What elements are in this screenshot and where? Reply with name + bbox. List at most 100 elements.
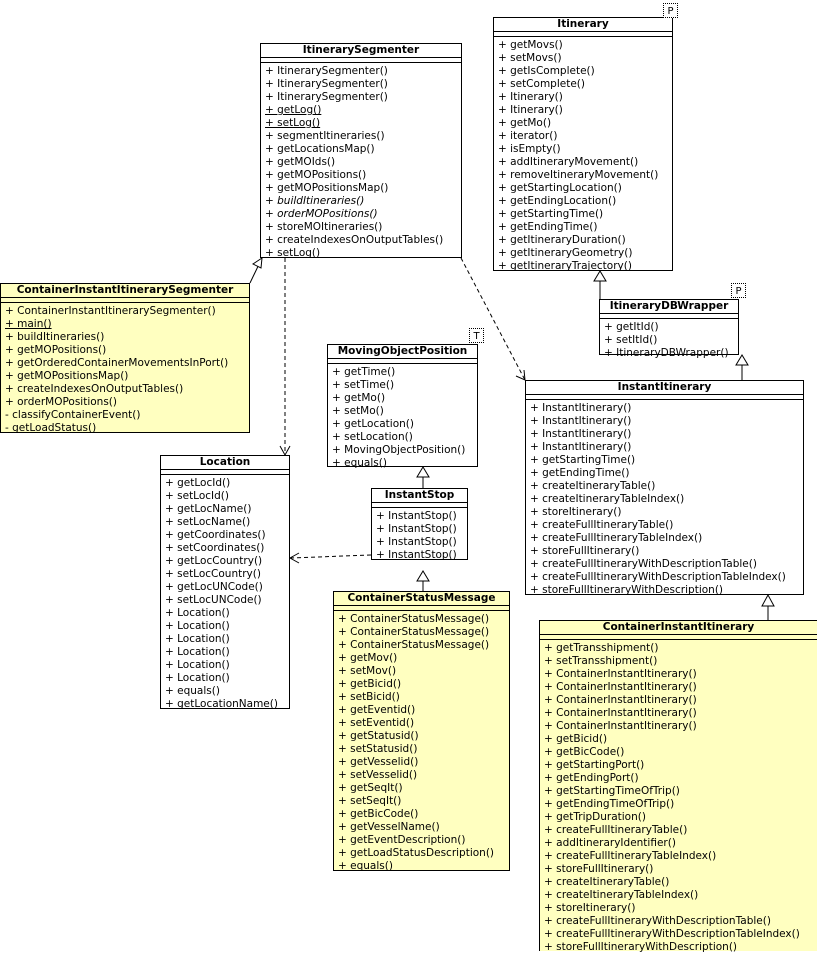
operation: + getEventid() <box>338 704 416 716</box>
operation: + getStartingLocation() <box>498 182 622 194</box>
operation: + setLocation() <box>332 431 413 443</box>
operation: + getItineraryGeometry() <box>498 247 633 259</box>
operations-compartment: + InstantStop() + InstantStop() + Instan… <box>372 508 467 562</box>
operations-compartment: + ContainerInstantItinerarySegmenter() +… <box>1 303 249 435</box>
operation: + setCoordinates() <box>165 542 265 554</box>
class-container-instant-itinerary-segmenter[interactable]: ContainerInstantItinerarySegmenter + Con… <box>0 283 250 435</box>
class-location[interactable]: Location + getLocId() + setLocId() + get… <box>160 455 290 710</box>
attributes-compartment <box>600 314 738 319</box>
operation: + Location() <box>165 672 230 684</box>
operation: + InstantStop() <box>376 510 457 522</box>
static-operation: + main() <box>5 318 52 330</box>
operation: + ContainerInstantItinerary() <box>544 720 697 732</box>
operation: + ContainerStatusMessage() <box>338 639 490 651</box>
operations-compartment: + getMovs() + setMovs() + getIsComplete(… <box>494 37 672 273</box>
class-moving-object-position[interactable]: MovingObjectPosition + getTime() + setTi… <box>327 344 478 469</box>
generalization-arrowhead <box>735 354 749 366</box>
operation: + getSeqIt() <box>338 782 403 794</box>
operation: + InstantStop() <box>376 549 457 561</box>
class-name: ContainerInstantItinerary <box>540 621 817 635</box>
operation: + getMOIds() <box>265 156 336 168</box>
operation: + setLocName() <box>165 516 251 528</box>
operation: + getTripDuration() <box>544 811 646 823</box>
operation: + getLocCountry() <box>165 555 263 567</box>
class-container-status-message[interactable]: ContainerStatusMessage + ContainerStatus… <box>333 591 510 873</box>
operation: + getTime() <box>332 366 396 378</box>
operation: + createFullItineraryTable() <box>530 519 674 531</box>
class-name: ItinerarySegmenter <box>261 44 461 58</box>
operation: + getEndingLocation() <box>498 195 617 207</box>
operation: + getBicCode() <box>338 808 419 820</box>
operation: + ItinerarySegmenter() <box>265 78 388 90</box>
static-operation: + setLog() <box>265 117 321 129</box>
operation: + setTime() <box>332 379 395 391</box>
operation: + ContainerInstantItinerary() <box>544 707 697 719</box>
operation: + segmentItineraries() <box>265 130 385 142</box>
operation: + setBicid() <box>338 691 400 703</box>
operation: + storeItinerary() <box>530 506 622 518</box>
operation: + setItId() <box>604 334 658 346</box>
operation: + ItinerarySegmenter() <box>265 65 388 77</box>
operation: + getItId() <box>604 321 659 333</box>
attributes-compartment <box>261 58 461 63</box>
type-parameter-badge: T <box>469 328 484 343</box>
dependency-line <box>289 554 372 559</box>
operation: + Location() <box>165 646 230 658</box>
operation: + getLocUNCode() <box>165 581 263 593</box>
attributes-compartment <box>540 635 817 640</box>
operation: + createFullItineraryTableIndex() <box>530 532 703 544</box>
operation: + Location() <box>165 607 230 619</box>
operation: + createItineraryTable() <box>530 480 656 492</box>
operation: + InstantStop() <box>376 523 457 535</box>
operation: + getVesselid() <box>338 756 419 768</box>
operation: + ContainerInstantItinerary() <box>544 694 697 706</box>
operation: + createFullItineraryWithDescriptionTabl… <box>544 915 771 927</box>
class-name: ContainerStatusMessage <box>334 592 509 606</box>
operation: + getStartingTimeOfTrip() <box>544 785 680 797</box>
class-name: ItineraryDBWrapper <box>600 300 738 314</box>
operation: + equals() <box>338 860 393 872</box>
operation: + getMo() <box>498 117 552 129</box>
generalization-arrowhead <box>416 466 430 478</box>
operation: + setLog() <box>265 247 321 259</box>
operation: + getMovs() <box>498 39 563 51</box>
operation: + getLocationsMap() <box>265 143 375 155</box>
class-container-instant-itinerary[interactable]: ContainerInstantItinerary + getTransship… <box>539 620 817 954</box>
operation: + getMOPositionsMap() <box>5 370 129 382</box>
operation: + setLocCountry() <box>165 568 261 580</box>
operation: + ContainerInstantItinerary() <box>544 681 697 693</box>
operation: + ItinerarySegmenter() <box>265 91 388 103</box>
class-itinerary-segmenter[interactable]: ItinerarySegmenter + ItinerarySegmenter(… <box>260 43 462 259</box>
operation: + getItineraryDuration() <box>498 234 626 246</box>
class-name: Itinerary <box>494 18 672 32</box>
class-itinerary[interactable]: Itinerary + getMovs() + setMovs() + getI… <box>493 17 673 273</box>
operation: + getEndingTime() <box>530 467 630 479</box>
operation: + equals() <box>165 685 220 697</box>
operation: + createIndexesOnOutputTables() <box>265 234 444 246</box>
operations-compartment: + getTransshipment() + setTransshipment(… <box>540 640 817 954</box>
generalization-arrowhead <box>593 270 607 282</box>
class-name: ContainerInstantItinerarySegmenter <box>1 284 249 298</box>
operation: + storeFullItineraryWithDescription() <box>544 941 738 953</box>
attributes-compartment <box>328 359 477 364</box>
operation: + getCoordinates() <box>165 529 266 541</box>
operation: + storeItinerary() <box>544 902 636 914</box>
operation: + getTransshipment() <box>544 642 659 654</box>
operation: + setStatusid() <box>338 743 418 755</box>
class-name: InstantItinerary <box>526 381 803 395</box>
class-itinerary-db-wrapper[interactable]: ItineraryDBWrapper + getItId() + setItId… <box>599 299 739 359</box>
class-instant-stop[interactable]: InstantStop + InstantStop() + InstantSto… <box>371 488 468 562</box>
operation: + setMov() <box>338 665 397 677</box>
operation: + getLocName() <box>165 503 252 515</box>
static-operation: + getLog() <box>265 104 322 116</box>
attributes-compartment <box>372 503 467 508</box>
class-instant-itinerary[interactable]: InstantItinerary + InstantItinerary() + … <box>525 380 804 596</box>
operation: + setSeqIt() <box>338 795 402 807</box>
operation: + createFullItineraryWithDescriptionTabl… <box>530 571 786 583</box>
operation: + storeFullItinerary() <box>530 545 640 557</box>
operation: + ItineraryDBWrapper() <box>604 347 729 359</box>
operation: + MovingObjectPosition() <box>332 444 466 456</box>
operations-compartment: + ContainerStatusMessage() + ContainerSt… <box>334 611 509 873</box>
operation: + orderMOPositions() <box>5 396 118 408</box>
